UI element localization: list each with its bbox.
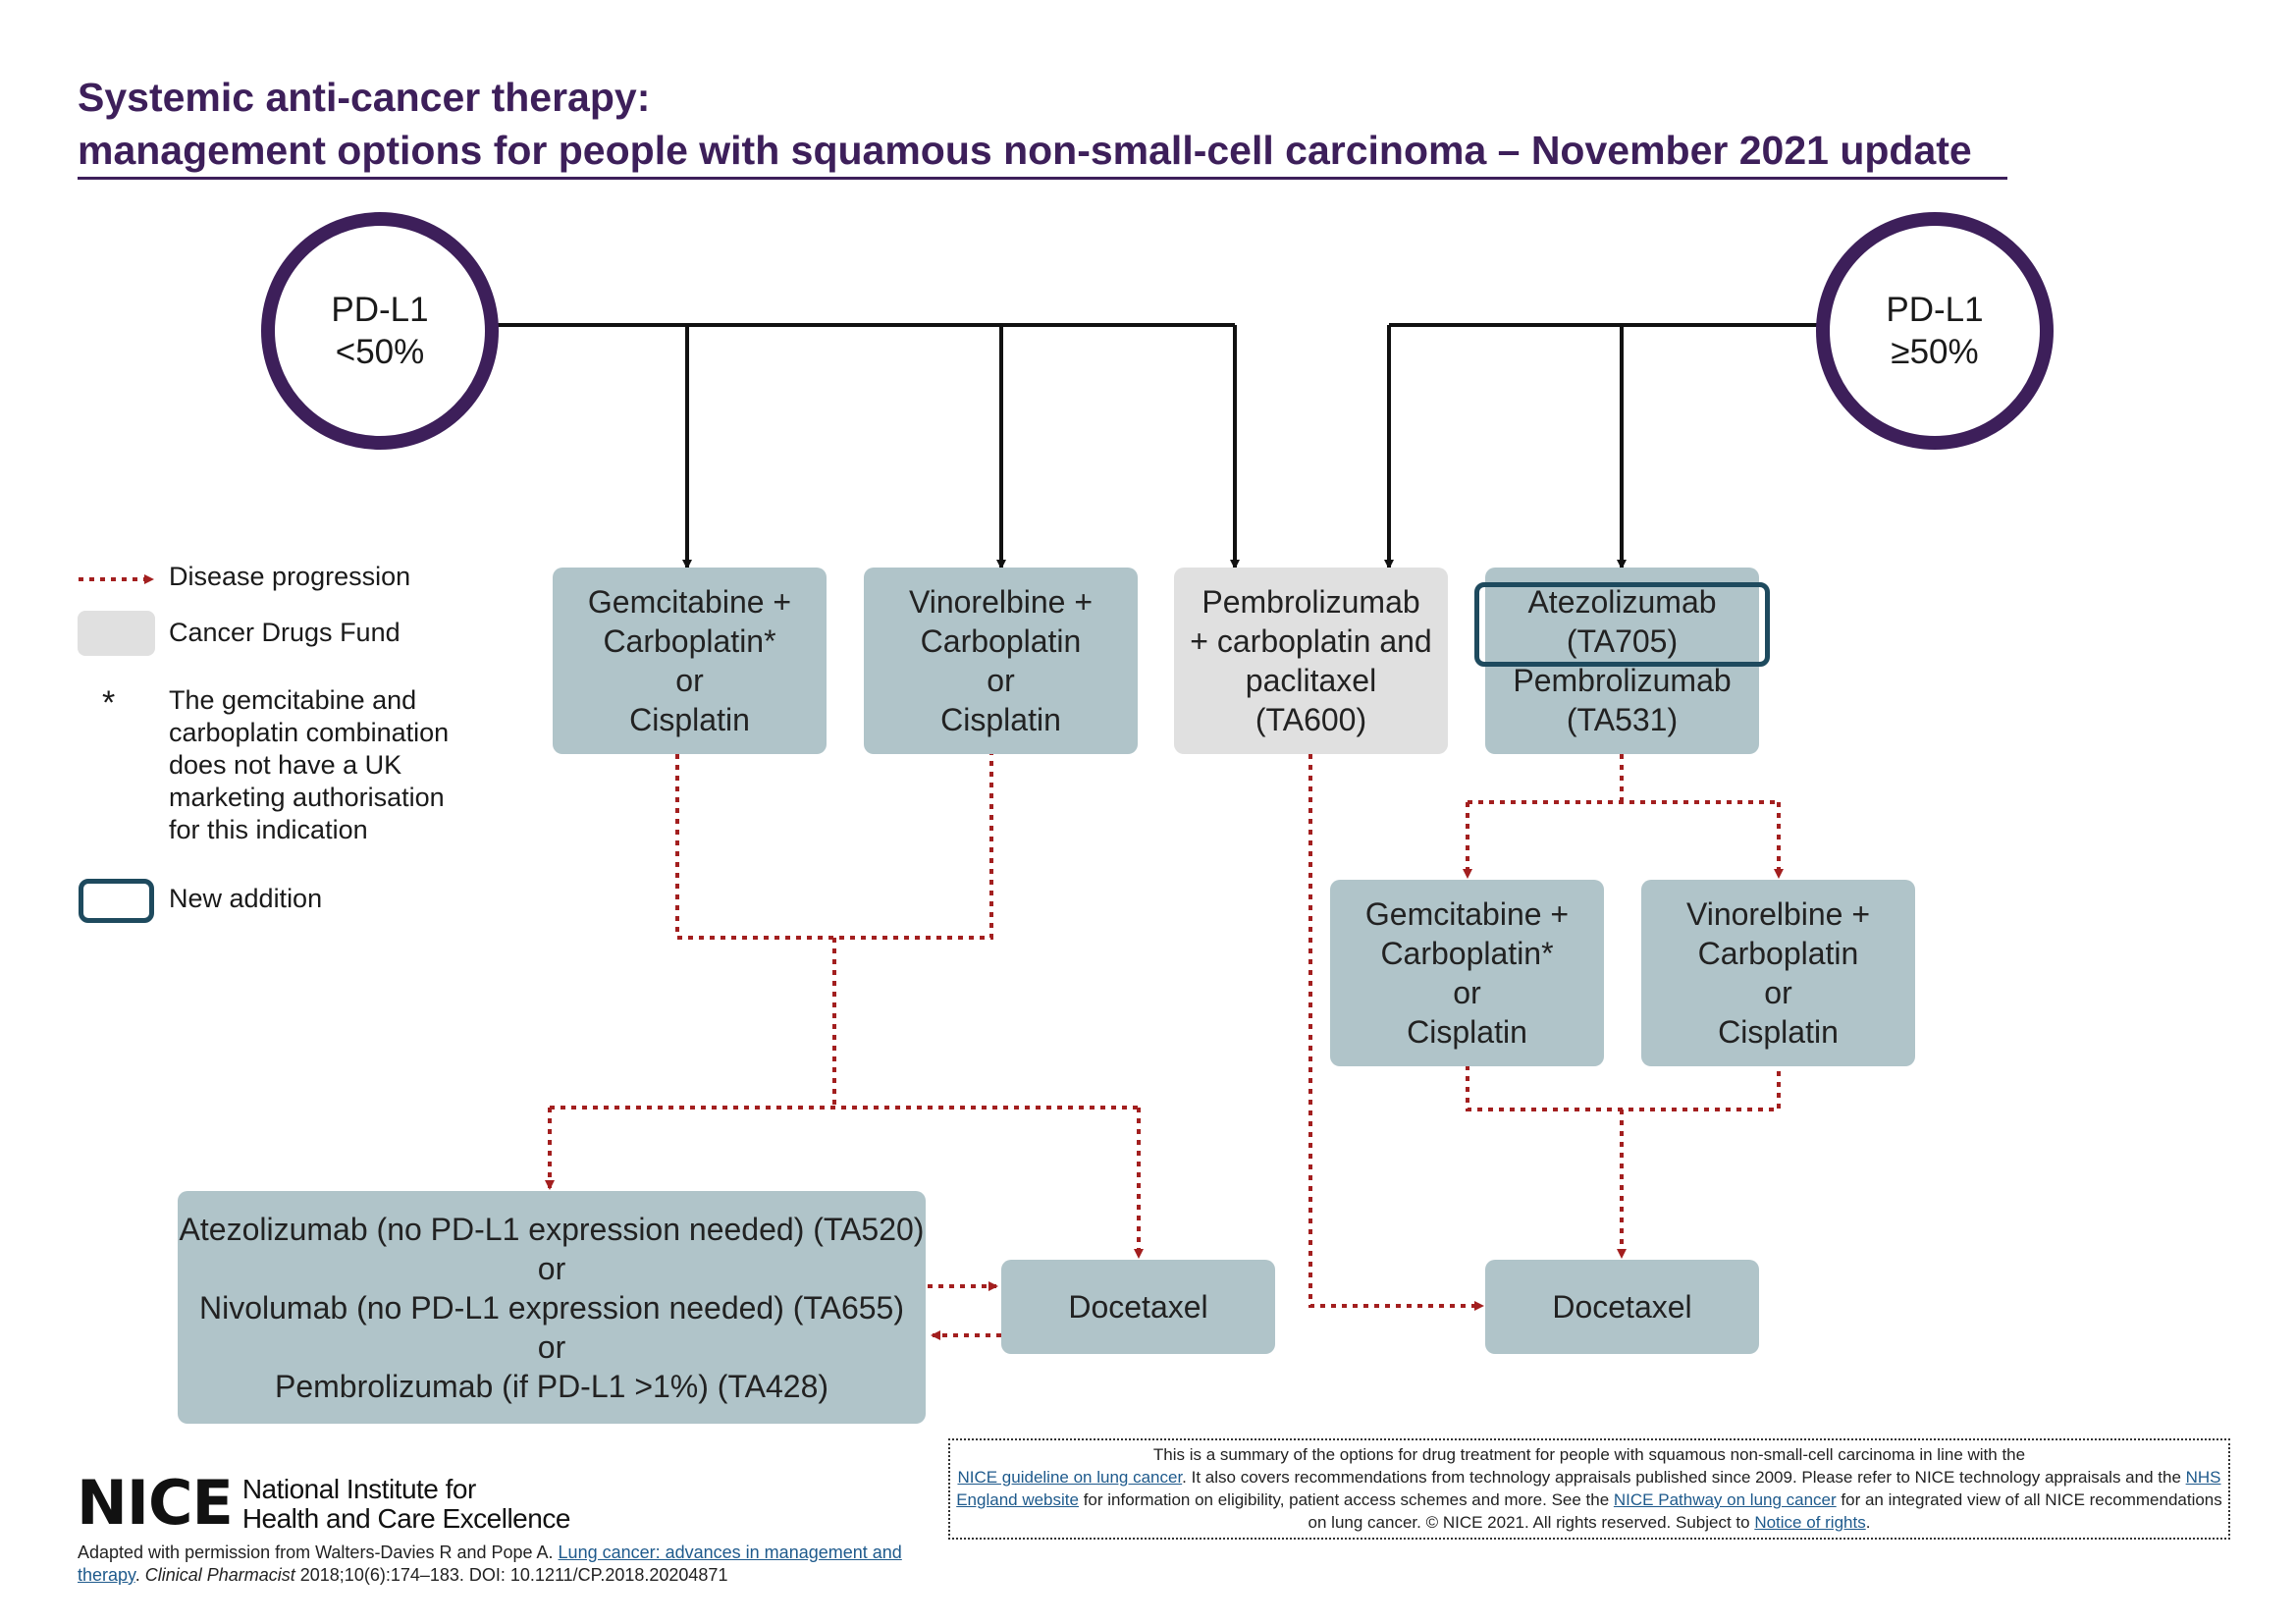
box-line: (TA600) — [1255, 702, 1367, 737]
box-gemcitabine-top: Gemcitabine + Carboplatin* or Cisplatin — [553, 568, 827, 754]
nhs-england-link[interactable]: NHS England website — [956, 1468, 2221, 1509]
nice-logo-word: NICE — [77, 1467, 234, 1539]
pdl1-high-label: PD-L1 — [1886, 291, 1984, 329]
box-immunotherapy-bottom: Atezolizumab (no PD-L1 expression needed… — [178, 1191, 926, 1424]
legend-cdf-swatch — [78, 611, 155, 656]
box-vinorelbine-top: Vinorelbine + Carboplatin or Cisplatin — [864, 568, 1138, 754]
legend-asterisk-line: The gemcitabine and — [169, 685, 417, 715]
box-line: Carboplatin* — [1380, 936, 1554, 971]
credit-note: Adapted with permission from Walters-Dav… — [78, 1542, 961, 1587]
credit-journal: Clinical Pharmacist — [144, 1565, 295, 1585]
box-line: Gemcitabine + — [1364, 896, 1570, 932]
arrow-cdf-to-docetaxel-right — [1308, 754, 1484, 1311]
nice-logo-text: National Institute for Health and Care E… — [241, 1474, 571, 1534]
box-vinorelbine-right: Vinorelbine + Carboplatin or Cisplatin — [1641, 880, 1915, 1066]
credit-mid: . — [134, 1565, 145, 1585]
disclaimer-text: This is a summary of the options for dru… — [1152, 1445, 2026, 1464]
box-line: or — [537, 1250, 566, 1286]
disclaimer-text: for an integrated view of all NICE recom… — [1308, 1490, 2222, 1532]
box-line: Pembrolizumab (if PD-L1 >1%) (TA428) — [274, 1368, 829, 1404]
box-docetaxel-right: Docetaxel — [1485, 1260, 1759, 1354]
box-line: + carboplatin and — [1190, 623, 1432, 659]
box-line: Docetaxel — [1552, 1289, 1692, 1325]
progression-join-right — [1466, 1065, 1781, 1111]
box-line: Atezolizumab — [1527, 584, 1717, 620]
box-line: or — [987, 663, 1015, 698]
legend-asterisk-symbol: * — [102, 684, 116, 722]
box-docetaxel-left: Docetaxel — [1001, 1260, 1275, 1354]
box-line: Carboplatin — [1697, 936, 1859, 971]
legend-asterisk-note: The gemcitabine and carboplatin combinat… — [169, 684, 449, 846]
nice-logo-line2: Health and Care Excellence — [241, 1503, 571, 1534]
box-line: paclitaxel — [1245, 663, 1377, 698]
box-line: or — [675, 663, 704, 698]
box-line: Vinorelbine + — [1685, 896, 1871, 932]
title-underline — [78, 177, 2007, 180]
box-line: Gemcitabine + — [587, 584, 792, 620]
legend-cdf-label: Cancer Drugs Fund — [169, 618, 400, 647]
progression-join-top-left — [675, 754, 993, 940]
disclaimer-text: . It also covers recommendations from te… — [1182, 1468, 2186, 1487]
box-pembrolizumab-cdf: Pembrolizumab + carboplatin and paclitax… — [1174, 568, 1448, 754]
legend-progression-label: Disease progression — [169, 562, 411, 591]
disclaimer-text: for information on eligibility, patient … — [1078, 1490, 1614, 1509]
pdl1-high-circle: PD-L1 ≥50% — [1816, 212, 2054, 450]
box-line: Pembrolizumab — [1201, 584, 1420, 620]
nice-pathway-link[interactable]: NICE Pathway on lung cancer — [1613, 1490, 1837, 1509]
legend-asterisk-line: does not have a UK — [169, 750, 402, 780]
new-addition-outline-atezolizumab — [1474, 582, 1770, 667]
box-line: Cisplatin — [1407, 1014, 1527, 1050]
notice-of-rights-link[interactable]: Notice of rights — [1754, 1513, 1866, 1532]
pdl1-high-value: ≥50% — [1891, 333, 1979, 371]
legend-asterisk-line: for this indication — [169, 815, 368, 844]
page-title-line2: management options for people with squam… — [78, 128, 1972, 173]
legend-asterisk-line: marketing authorisation — [169, 783, 445, 812]
box-line: Nivolumab (no PD-L1 expression needed) (… — [199, 1289, 904, 1326]
credit-suffix: 2018;10(6):174–183. DOI: 10.1211/CP.2018… — [294, 1565, 728, 1585]
box-line: Atezolizumab (no PD-L1 expression needed… — [179, 1211, 925, 1247]
credit-article-link[interactable]: Lung cancer: advances in management and … — [78, 1543, 902, 1585]
box-line: Cisplatin — [940, 702, 1061, 737]
nice-logo: NICE National Institute for Health and C… — [77, 1473, 570, 1534]
box-line: (TA705) — [1566, 623, 1679, 659]
box-line: Cisplatin — [629, 702, 750, 737]
box-line: or — [1764, 975, 1792, 1010]
disclaimer-box: This is a summary of the options for dru… — [948, 1438, 2230, 1540]
box-line: (TA531) — [1566, 702, 1679, 737]
progression-arrows — [79, 574, 1784, 1340]
box-line: Docetaxel — [1068, 1289, 1208, 1325]
pdl1-low-label: PD-L1 — [331, 291, 429, 329]
box-atezolizumab-pembrolizumab: Atezolizumab (TA705) Pembrolizumab (TA53… — [1485, 568, 1759, 754]
box-line: Carboplatin* — [603, 623, 776, 659]
page-title-line1: Systemic anti-cancer therapy: — [78, 75, 651, 120]
box-line: Cisplatin — [1718, 1014, 1839, 1050]
box-gemcitabine-right: Gemcitabine + Carboplatin* or Cisplatin — [1330, 880, 1604, 1066]
pdl1-low-circle: PD-L1 <50% — [261, 212, 499, 450]
box-line: Pembrolizumab — [1513, 663, 1732, 698]
credit-prefix: Adapted with permission from Walters-Dav… — [78, 1543, 559, 1562]
legend-new-addition-swatch — [79, 879, 154, 923]
legend-new-addition-label: New addition — [169, 884, 323, 913]
box-line: Carboplatin — [920, 623, 1082, 659]
disclaimer-text: . — [1865, 1513, 1871, 1532]
box-line: Vinorelbine + — [908, 584, 1094, 620]
guideline-link[interactable]: NICE guideline on lung cancer — [957, 1468, 1183, 1487]
pdl1-low-value: <50% — [335, 333, 425, 371]
first-line-arrows — [486, 323, 1821, 569]
box-line: or — [1453, 975, 1481, 1010]
box-line: or — [537, 1328, 566, 1365]
nice-logo-line1: National Institute for — [241, 1474, 477, 1504]
legend-asterisk-line: carboplatin combination — [169, 718, 450, 747]
